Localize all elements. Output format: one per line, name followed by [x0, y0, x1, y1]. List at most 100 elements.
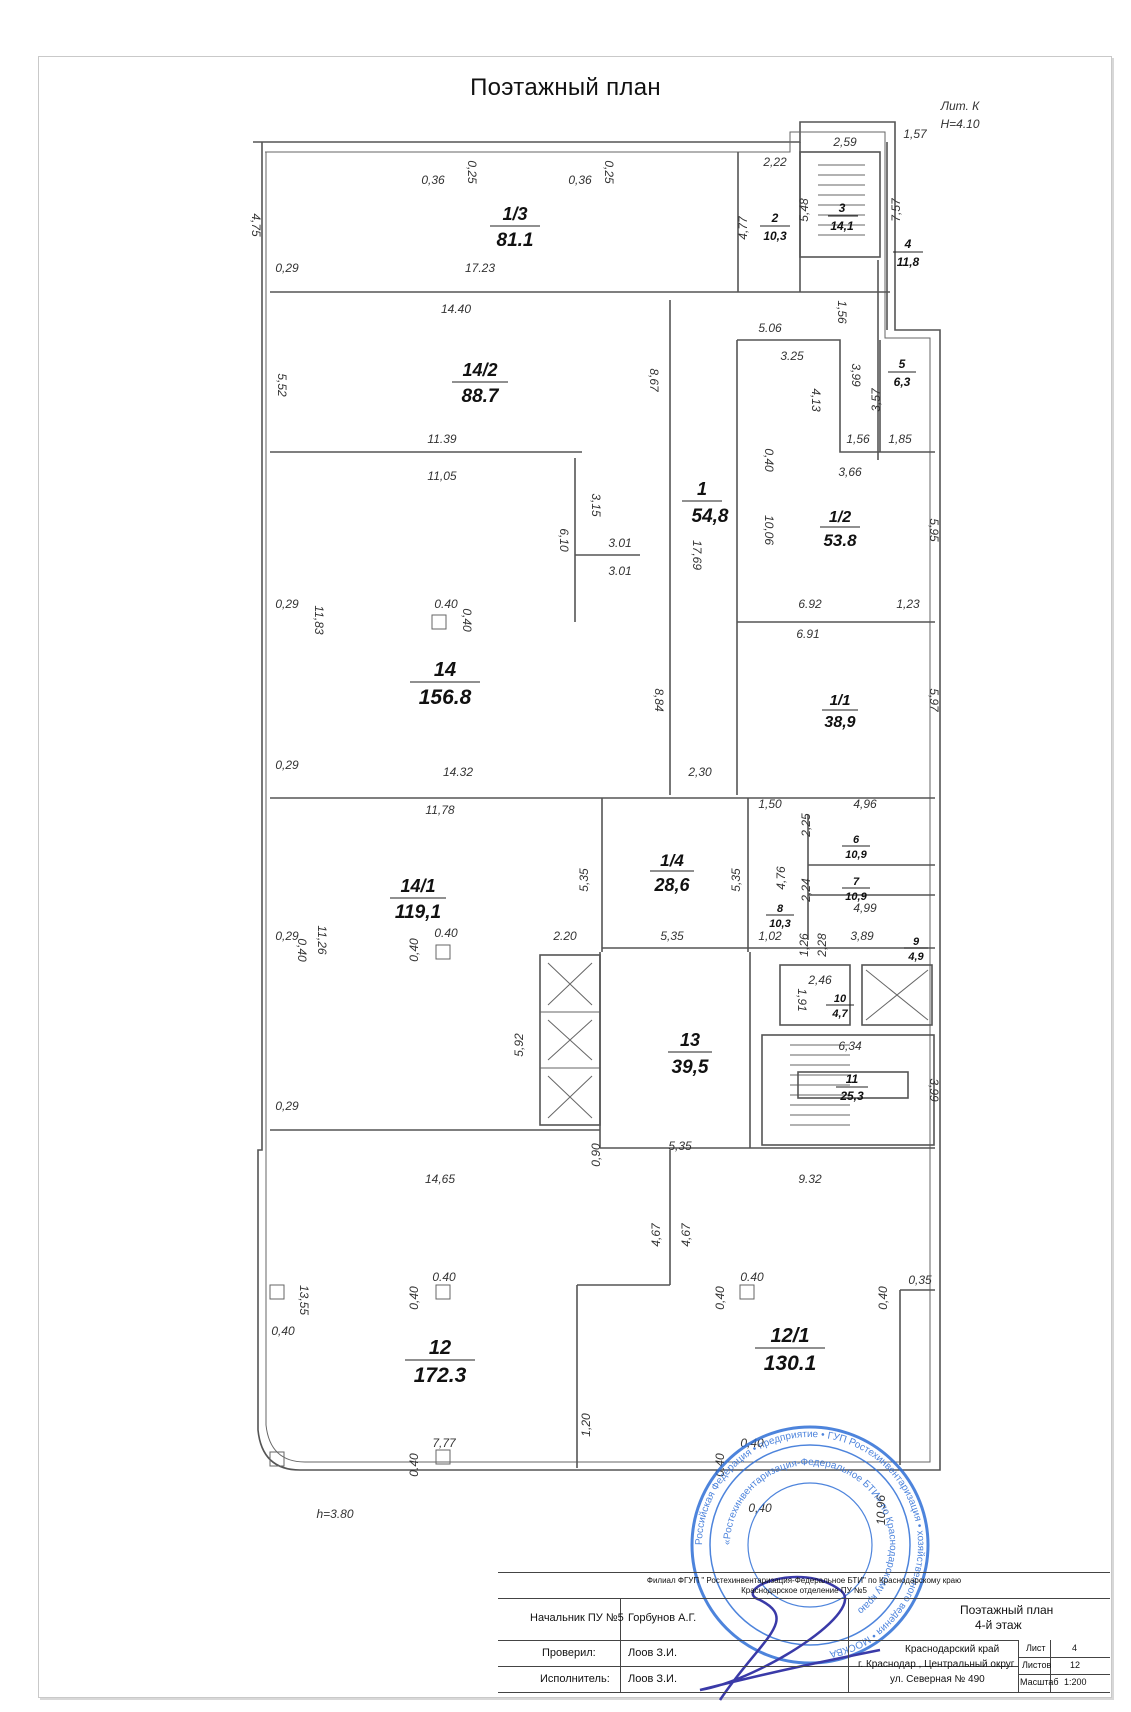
- svg-text:11,8: 11,8: [897, 255, 920, 269]
- svg-text:3,66: 3,66: [838, 465, 862, 479]
- svg-text:13,55: 13,55: [297, 1285, 311, 1315]
- dimension-labels: 0,36 0,25 0,36 0,25 2,22 2,59 1,57 4,75 …: [249, 127, 941, 1525]
- tb-sheets-label: Листов: [1022, 1660, 1052, 1670]
- svg-text:4,77: 4,77: [736, 215, 750, 240]
- tb-sheets-value: 12: [1070, 1660, 1081, 1670]
- svg-text:17.23: 17.23: [465, 261, 495, 275]
- room-13: 13 39,5: [668, 1030, 712, 1078]
- tb-role-3: Исполнитель:: [540, 1673, 610, 1685]
- tb-address-1: Краснодарский край: [905, 1644, 1000, 1655]
- svg-text:2,30: 2,30: [687, 765, 712, 779]
- svg-text:39,5: 39,5: [672, 1057, 709, 1078]
- svg-text:11,26: 11,26: [315, 925, 329, 954]
- svg-text:10,9: 10,9: [845, 849, 867, 861]
- svg-text:0.40: 0.40: [434, 597, 458, 611]
- svg-text:4,76: 4,76: [774, 866, 788, 890]
- svg-text:5,35: 5,35: [577, 868, 591, 892]
- svg-text:8,67: 8,67: [647, 368, 661, 393]
- svg-text:156.8: 156.8: [419, 686, 472, 709]
- room-1-3: 1/3 81.1: [490, 204, 540, 251]
- corner-note-height: H=4.10: [940, 117, 979, 131]
- svg-text:5,35: 5,35: [660, 929, 684, 943]
- svg-text:10,3: 10,3: [763, 229, 787, 243]
- svg-text:53.8: 53.8: [823, 531, 857, 550]
- svg-text:3,99: 3,99: [849, 363, 863, 387]
- svg-text:10,3: 10,3: [769, 918, 790, 930]
- svg-text:0,29: 0,29: [275, 929, 299, 943]
- svg-text:14/1: 14/1: [400, 876, 435, 896]
- svg-text:4,99: 4,99: [853, 901, 877, 915]
- svg-text:11: 11: [846, 1072, 859, 1086]
- svg-text:0,40: 0,40: [460, 608, 474, 632]
- tb-sheet-value: 4: [1072, 1643, 1078, 1653]
- svg-text:17,69: 17,69: [690, 540, 704, 570]
- svg-text:1,56: 1,56: [846, 432, 870, 446]
- svg-text:2.20: 2.20: [552, 929, 577, 943]
- interior-walls: [269, 142, 935, 1468]
- svg-text:5,52: 5,52: [275, 373, 289, 397]
- svg-text:2,28: 2,28: [815, 933, 829, 958]
- svg-text:1,85: 1,85: [888, 432, 912, 446]
- svg-text:1,57: 1,57: [903, 127, 928, 141]
- outer-walls: [253, 121, 941, 1471]
- svg-text:2,46: 2,46: [807, 973, 832, 987]
- svg-text:28,6: 28,6: [653, 875, 690, 895]
- svg-text:13: 13: [680, 1030, 700, 1050]
- room-1-1: 1/138,9: [822, 692, 858, 731]
- svg-text:14/2: 14/2: [462, 360, 497, 380]
- svg-text:0,25: 0,25: [602, 160, 616, 184]
- svg-text:3.01: 3.01: [608, 564, 631, 578]
- room-4: 411,8: [893, 237, 923, 269]
- svg-text:5,92: 5,92: [512, 1033, 526, 1057]
- tb-name-2: Лоов З.И.: [628, 1647, 678, 1659]
- svg-text:1,26: 1,26: [797, 933, 811, 957]
- room-14-2: 14/288.7: [452, 360, 508, 407]
- svg-text:5: 5: [899, 357, 906, 371]
- official-stamp: Российская Федерация • предприятие • ГУП…: [690, 1425, 930, 1665]
- svg-text:14,65: 14,65: [425, 1172, 455, 1186]
- svg-text:10,96: 10,96: [874, 1495, 888, 1525]
- corner-note-lit: Лит. К: [940, 99, 980, 113]
- svg-text:1,23: 1,23: [896, 597, 920, 611]
- svg-text:0,29: 0,29: [275, 758, 299, 772]
- svg-text:3: 3: [839, 201, 846, 215]
- svg-text:7,57: 7,57: [889, 197, 903, 222]
- svg-text:4,67: 4,67: [679, 1222, 693, 1247]
- tb-name-1: Горбунов А.Г.: [628, 1612, 697, 1624]
- room-6: 610,9: [842, 834, 870, 861]
- svg-text:3,15: 3,15: [589, 493, 603, 517]
- svg-text:1/3: 1/3: [502, 204, 527, 224]
- svg-text:9: 9: [913, 936, 920, 948]
- svg-text:12: 12: [429, 1337, 451, 1359]
- svg-text:11,78: 11,78: [425, 803, 454, 817]
- svg-text:0,35: 0,35: [908, 1273, 932, 1287]
- svg-text:2: 2: [771, 211, 779, 225]
- signature: [699, 1575, 881, 1701]
- svg-text:10,06: 10,06: [762, 515, 776, 545]
- svg-text:1,91: 1,91: [795, 988, 809, 1011]
- svg-text:5,35: 5,35: [729, 868, 743, 892]
- room-10: 104,7: [826, 993, 854, 1020]
- svg-text:130.1: 130.1: [764, 1352, 817, 1375]
- svg-text:38,9: 38,9: [824, 714, 855, 731]
- room-labels: 1/381.1 210,3 314,1 411,8 56,3 14/288.7 …: [390, 201, 928, 1387]
- svg-text:54,8: 54,8: [692, 506, 729, 527]
- svg-text:81.1: 81.1: [497, 230, 534, 251]
- svg-text:12/1: 12/1: [771, 1325, 810, 1347]
- svg-text:1: 1: [697, 479, 707, 499]
- room-7: 710,9: [842, 876, 870, 903]
- svg-text:0,40: 0,40: [876, 1286, 890, 1310]
- svg-text:119,1: 119,1: [395, 902, 441, 923]
- svg-text:6,34: 6,34: [838, 1039, 862, 1053]
- svg-text:4,13: 4,13: [809, 388, 823, 412]
- height-note: h=3.80: [316, 1507, 353, 1521]
- room-5: 56,3: [888, 357, 916, 389]
- tb-role-1: Начальник ПУ №5: [530, 1612, 624, 1624]
- svg-text:11.39: 11.39: [427, 432, 456, 446]
- svg-text:6,10: 6,10: [557, 528, 571, 552]
- tb-sheet-title-2: 4-й этаж: [975, 1618, 1022, 1632]
- svg-text:5,48: 5,48: [797, 198, 811, 222]
- tb-sheet-title-1: Поэтажный план: [960, 1603, 1054, 1617]
